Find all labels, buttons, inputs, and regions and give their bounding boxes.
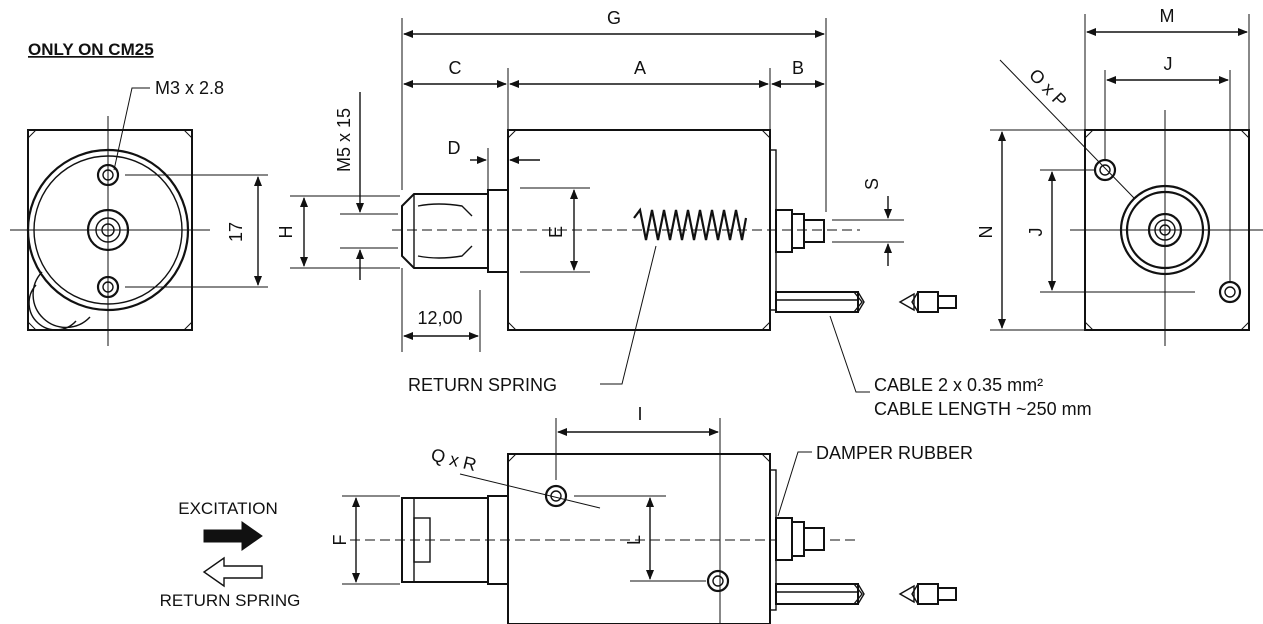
dim-c-label: C [449,58,462,78]
right-end-view: M J O x P N J [976,6,1263,346]
end-view-cm25: ONLY ON CM25 17 M3 x 2.8 [10,40,268,346]
m3-thread-label: M3 x 2.8 [155,78,224,98]
dim-j-top-label: J [1164,54,1173,74]
return-spring-label: RETURN SPRING [408,375,557,395]
dim-e-label: E [546,226,566,238]
m5-thread-label: M5 x 15 [334,108,354,172]
dim-g-label: G [607,8,621,28]
cable-length-label: CABLE LENGTH ~250 mm [874,399,1092,419]
dim-h-label: H [276,226,296,239]
overall-dimensions: G C A B [401,8,827,212]
only-on-cm25-label: ONLY ON CM25 [28,40,154,59]
dim-l-label: L [624,535,644,545]
damper-rubber-label: DAMPER RUBBER [816,443,973,463]
dim-oxp-label: O x P [1025,65,1071,111]
dim-m-label: M [1160,6,1175,26]
bottom-view: I Q x R L F DAMPER RUBBER [330,404,973,624]
excitation-label: EXCITATION [178,499,278,518]
dim-12-label: 12,00 [417,308,462,328]
dim-b-label: B [792,58,804,78]
main-side-view: D M5 x 15 H E S 12,00 RETURN SPRING CABL… [276,92,1092,419]
dim-f-label: F [330,535,350,546]
dim-s-label: S [862,178,882,190]
dim-n-label: N [976,226,996,239]
direction-legend: EXCITATION RETURN SPRING [160,499,301,610]
dim-a-label: A [634,58,646,78]
excitation-arrow-icon [203,521,263,551]
dim-17-label: 17 [226,222,246,242]
dim-d-label: D [448,138,461,158]
dim-j-side-label: J [1026,228,1046,237]
cable-spec-label: CABLE 2 x 0.35 mm² [874,375,1043,395]
dim-qxr-label: Q x R [429,444,478,475]
return-arrow-icon [202,556,263,588]
return-spring-legend-label: RETURN SPRING [160,591,301,610]
dim-i-label: I [637,404,642,424]
